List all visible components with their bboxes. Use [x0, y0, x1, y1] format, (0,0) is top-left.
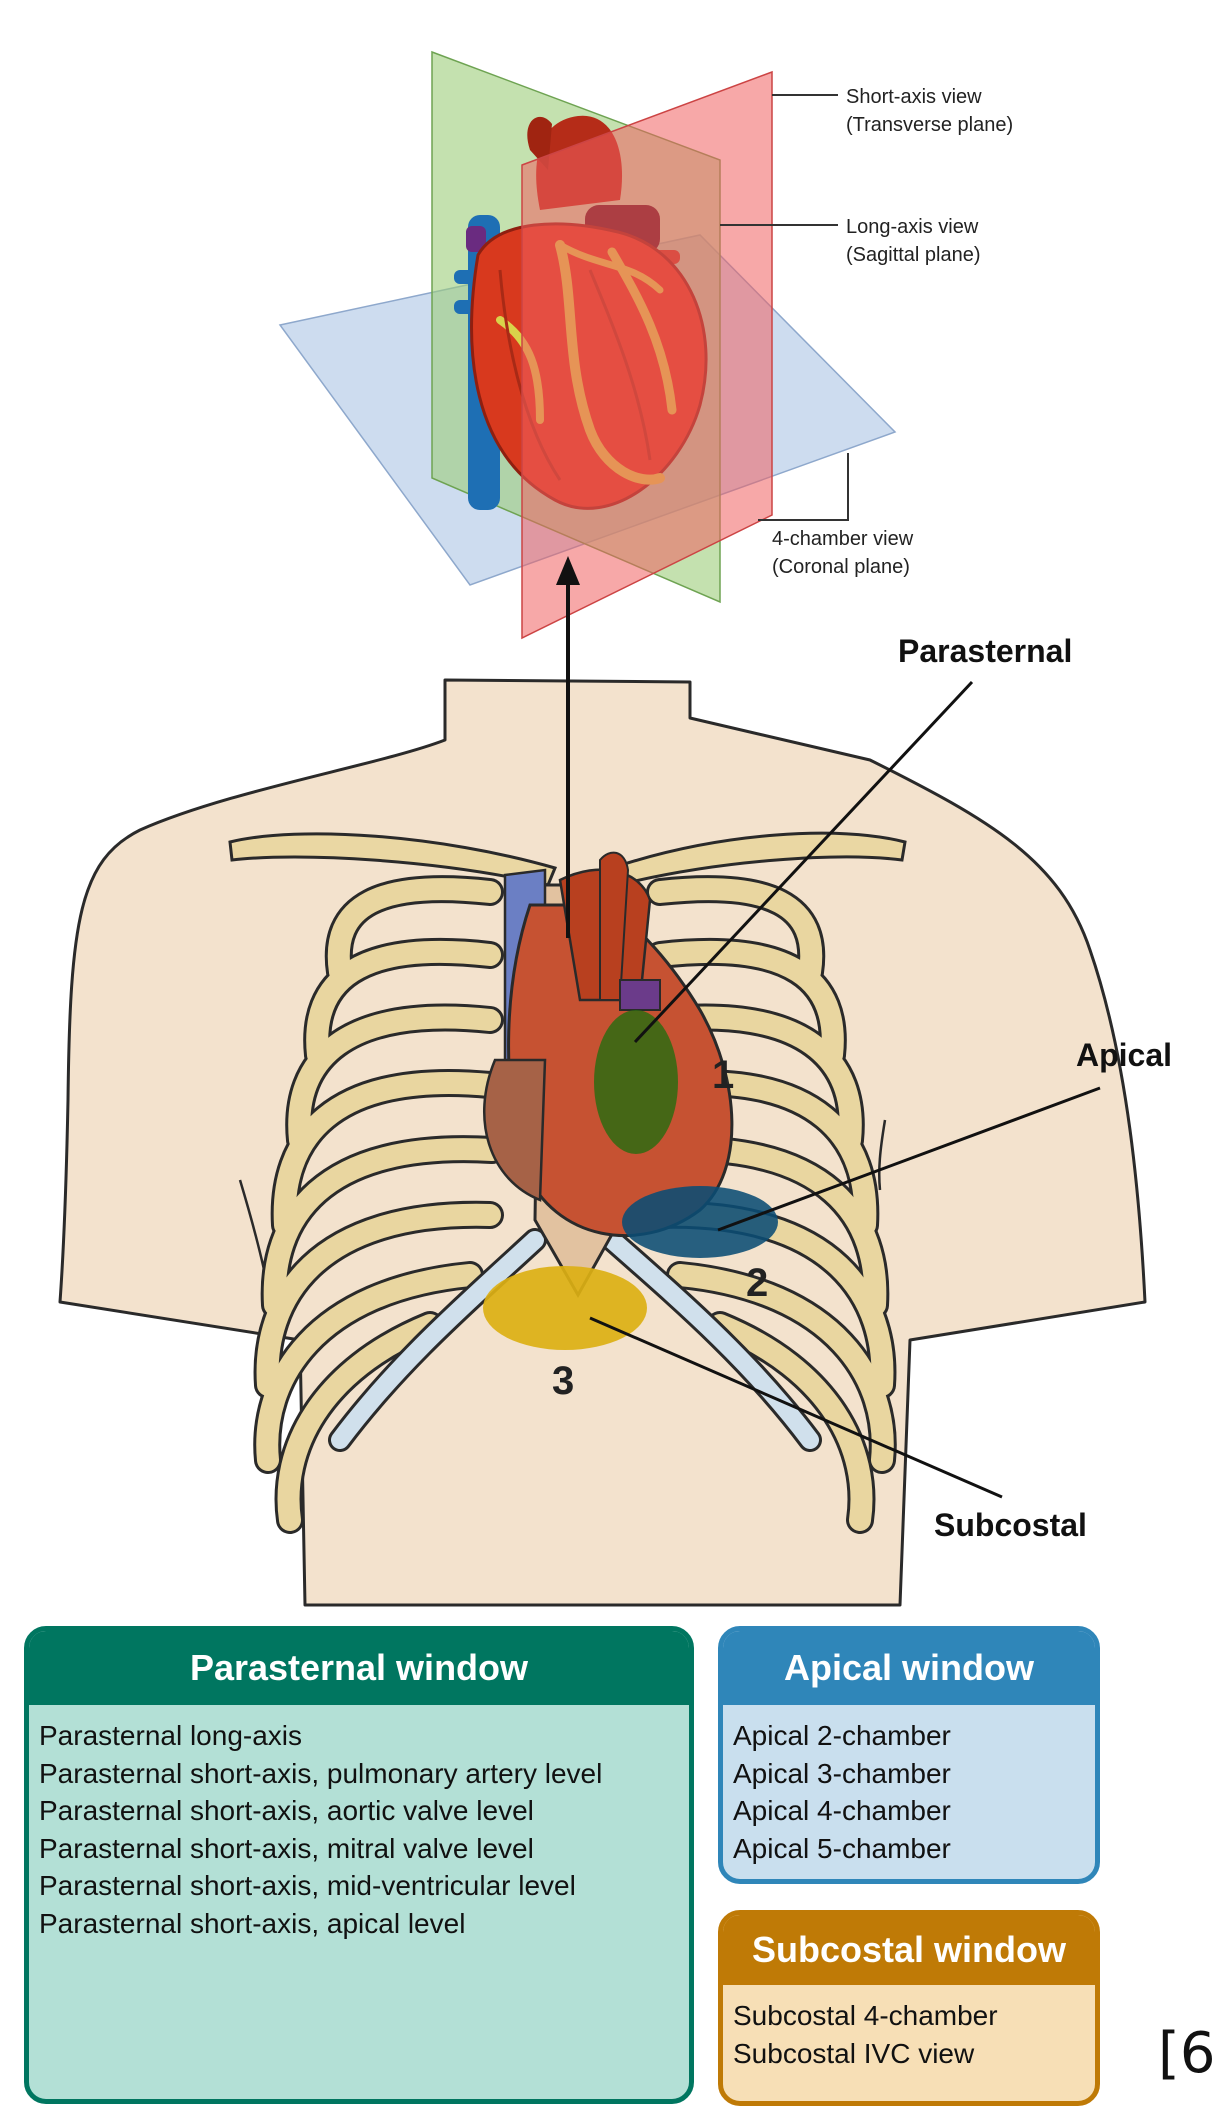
apical-window-panel: Apical window Apical 2-chamber Apical 3-… [718, 1626, 1100, 1884]
long-axis-label: Long-axis view [846, 216, 979, 238]
apical-view-list: Apical 2-chamber Apical 3-chamber Apical… [723, 1705, 1095, 1867]
subcostal-view-list: Subcostal 4-chamber Subcostal IVC view [723, 1985, 1095, 2072]
window-number-3: 3 [552, 1359, 574, 1403]
parasternal-window-title: Parasternal window [29, 1631, 689, 1705]
parasternal-window-marker [594, 1010, 678, 1154]
apical-window-title: Apical window [723, 1631, 1095, 1705]
parasternal-window-panel: Parasternal window Parasternal long-axis… [24, 1626, 694, 2104]
chest-diagram: Parasternal Apical Subcostal 1 2 3 [60, 556, 1172, 1605]
list-item: Parasternal short-axis, mitral valve lev… [39, 1830, 689, 1868]
apical-label: Apical [1076, 1037, 1172, 1073]
short-axis-label: Short-axis view [846, 86, 982, 108]
list-item: Parasternal short-axis, pulmonary artery… [39, 1755, 689, 1793]
coronal-plane [522, 72, 772, 638]
parasternal-label: Parasternal [898, 633, 1072, 669]
list-item: Subcostal 4-chamber [733, 1997, 1095, 2035]
heart-plane-diagram: Short-axis view (Transverse plane) Long-… [280, 52, 1013, 638]
coronal-plane-label: (Coronal plane) [772, 556, 910, 578]
subcostal-window-title: Subcostal window [723, 1915, 1095, 1985]
list-item: Parasternal short-axis, mid-ventricular … [39, 1867, 689, 1905]
citation: [6] [1158, 2026, 1218, 2082]
subcostal-label: Subcostal [934, 1507, 1087, 1543]
window-number-1: 1 [712, 1053, 734, 1097]
list-item: Apical 5-chamber [733, 1830, 1095, 1868]
transverse-plane-label: (Transverse plane) [846, 114, 1013, 136]
subcostal-window-panel: Subcostal window Subcostal 4-chamber Sub… [718, 1910, 1100, 2106]
four-chamber-label: 4-chamber view [772, 528, 914, 550]
list-item: Apical 3-chamber [733, 1755, 1095, 1793]
list-item: Parasternal short-axis, aortic valve lev… [39, 1792, 689, 1830]
apical-window-marker [622, 1186, 778, 1258]
parasternal-view-list: Parasternal long-axis Parasternal short-… [29, 1705, 689, 1942]
list-item: Subcostal IVC view [733, 2035, 1095, 2073]
sagittal-plane-label: (Sagittal plane) [846, 244, 981, 266]
list-item: Parasternal long-axis [39, 1717, 689, 1755]
subcostal-window-marker [483, 1266, 647, 1350]
list-item: Parasternal short-axis, apical level [39, 1905, 689, 1943]
list-item: Apical 2-chamber [733, 1717, 1095, 1755]
list-item: Apical 4-chamber [733, 1792, 1095, 1830]
window-number-2: 2 [746, 1261, 768, 1305]
